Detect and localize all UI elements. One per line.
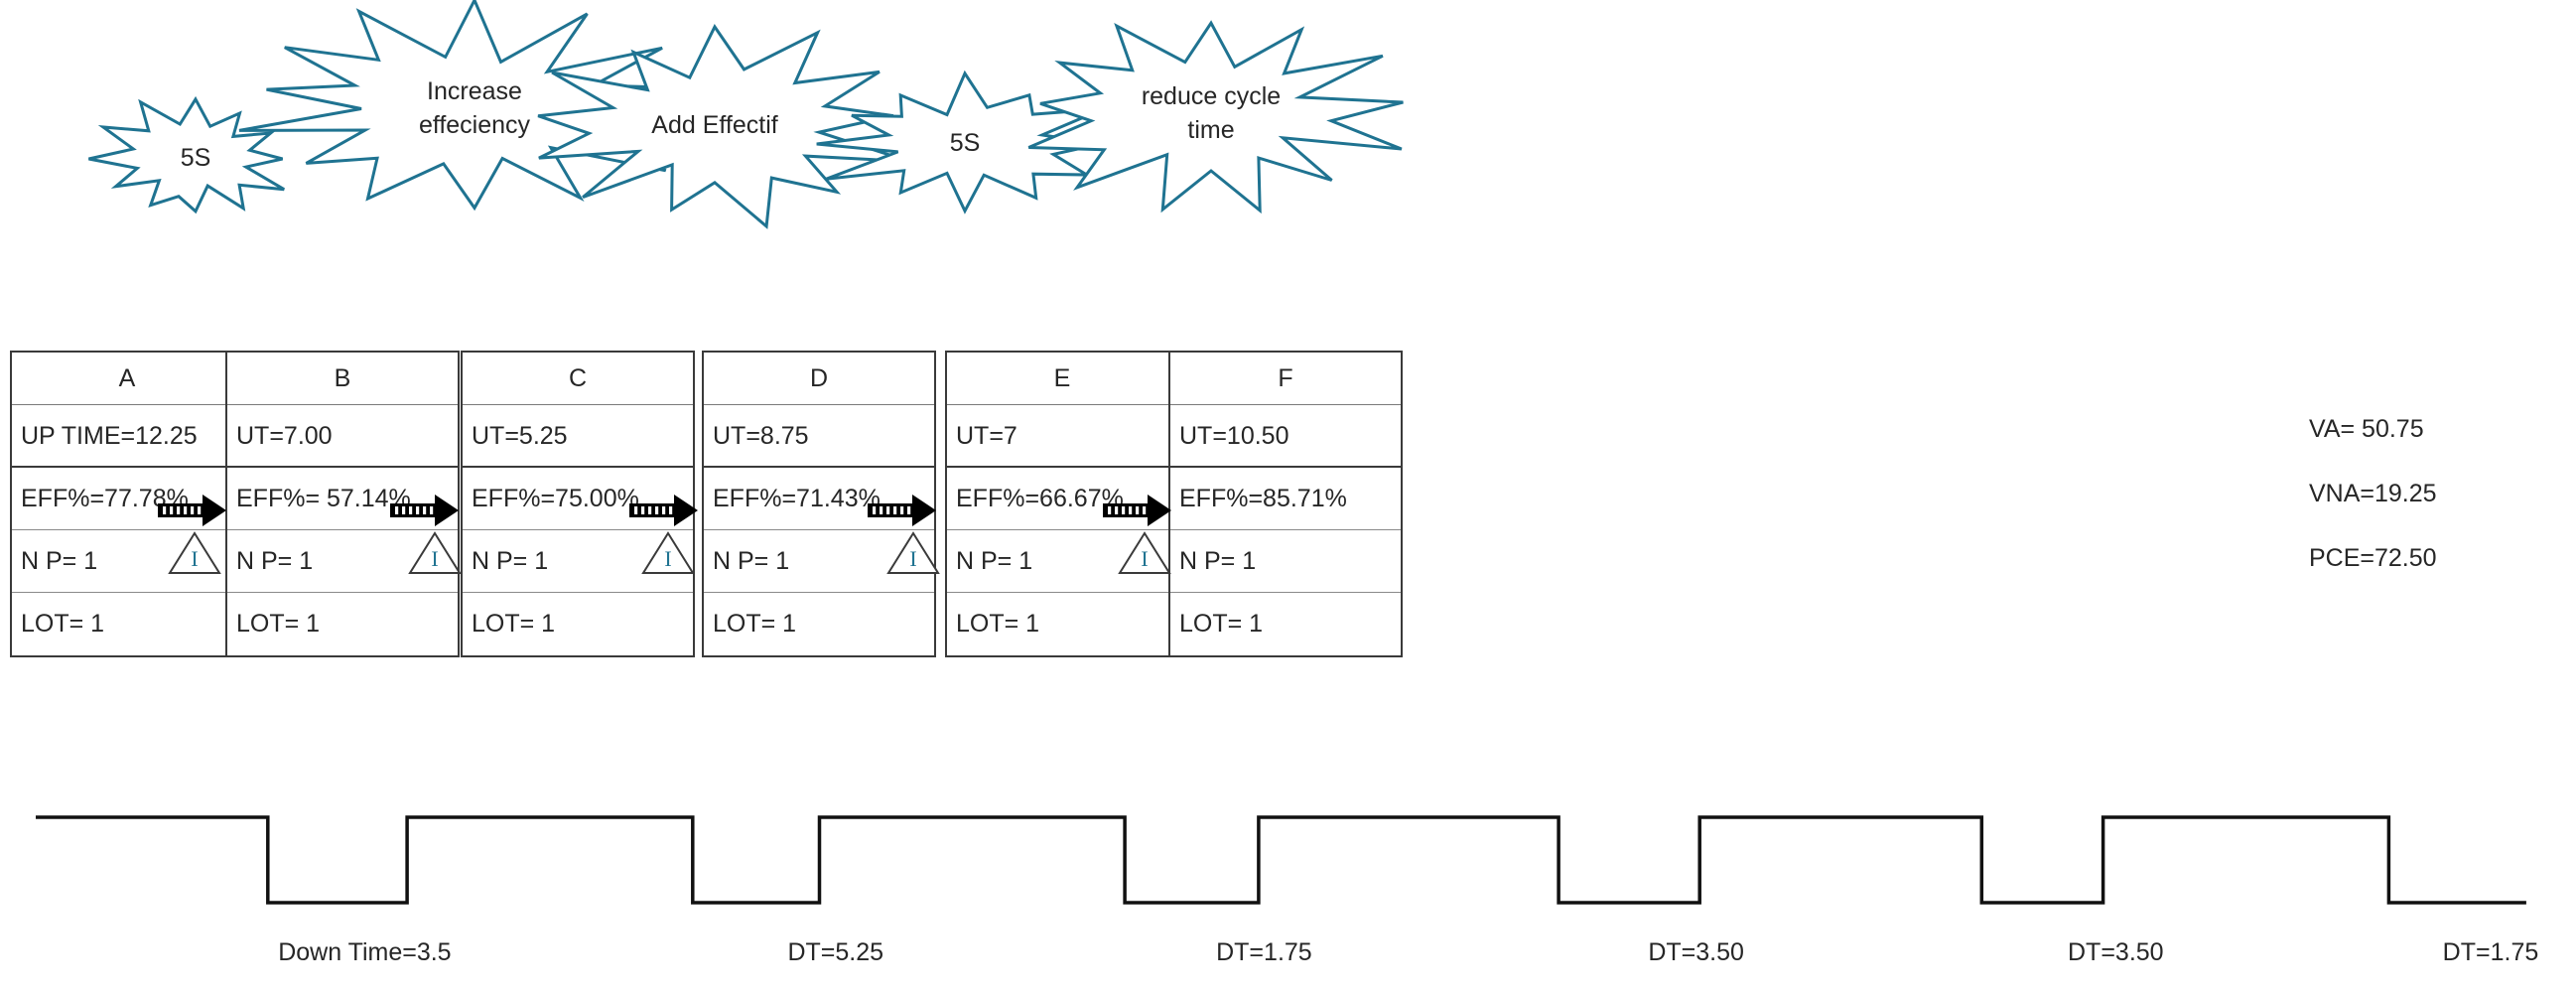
- process-metric-row: N P= 1: [227, 530, 458, 593]
- process-metric-row: EFF%=66.67%: [947, 468, 1177, 530]
- inventory-triangle-5: I: [1117, 530, 1172, 576]
- process-metric-row: UT=5.25: [463, 405, 693, 468]
- push-arrow-4: [867, 491, 938, 530]
- process-box-title: F: [1170, 353, 1401, 405]
- inventory-symbol: I: [431, 546, 439, 571]
- push-arrow-5: [1102, 491, 1173, 530]
- kaizen-burst-1: 5S: [87, 94, 304, 223]
- push-arrow-3: [628, 491, 700, 530]
- process-metric-row: LOT= 1: [713, 610, 797, 638]
- downtime-label-4: DT=3.50: [1648, 938, 1744, 966]
- inventory-symbol: I: [191, 546, 199, 571]
- process-metric-row: LOT= 1: [21, 610, 105, 638]
- process-metric-row: N P= 1: [704, 530, 934, 593]
- downtime-label-3: DT=1.75: [1216, 938, 1312, 966]
- process-metric-row: LOT= 1: [956, 610, 1040, 638]
- downtime-label-5: DT=3.50: [2068, 938, 2164, 966]
- process-metric-row: N P= 1: [947, 530, 1177, 593]
- process-metric-row: N P= 1: [1170, 530, 1401, 593]
- process-metric-row: EFF%=85.71%: [1170, 468, 1401, 530]
- summary-pce: PCE=72.50: [2309, 544, 2437, 572]
- kaizen-burst-4: 5S: [806, 70, 1124, 214]
- downtime-waveform: [0, 809, 2576, 919]
- process-metric-row: LOT= 1: [236, 610, 321, 638]
- process-metric-row: UT=7.00: [227, 405, 458, 468]
- push-arrow-2: [389, 491, 461, 530]
- process-box-title: D: [704, 353, 934, 405]
- kaizen-burst-3: Add Effectif: [496, 22, 933, 230]
- kaizen-burst-label: Add Effectif: [651, 111, 778, 140]
- summary-va: VA= 50.75: [2309, 415, 2424, 443]
- process-metric-row: N P= 1: [463, 530, 693, 593]
- process-metric-row: UT=8.75: [704, 405, 934, 468]
- process-metric-row: EFF%=71.43%: [704, 468, 934, 530]
- process-metric-row: N P= 1: [12, 530, 242, 593]
- summary-vna: VNA=19.25: [2309, 480, 2437, 507]
- process-box-title: A: [12, 353, 242, 405]
- process-box-title: C: [463, 353, 693, 405]
- downtime-label-6: DT=1.75: [2442, 938, 2539, 966]
- inventory-triangle-2: I: [407, 530, 463, 576]
- process-metric-row: EFF%= 57.14%: [227, 468, 458, 530]
- kaizen-burst-label: Increase effeciency: [418, 76, 531, 139]
- process-metric-row: LOT= 1: [1179, 610, 1264, 638]
- process-box-title: E: [947, 353, 1177, 405]
- process-metric-row: UP TIME=12.25: [12, 405, 242, 468]
- process-metric-row: LOT= 1: [472, 610, 556, 638]
- kaizen-burst-label: reduce cycle time: [1141, 81, 1282, 144]
- inventory-triangle-3: I: [640, 530, 696, 576]
- inventory-symbol: I: [909, 546, 917, 571]
- kaizen-burst-label: 5S: [949, 129, 981, 158]
- inventory-symbol: I: [664, 546, 672, 571]
- process-metric-row: UT=7: [947, 405, 1177, 468]
- kaizen-burst-2: Increase effeciency: [211, 0, 738, 215]
- process-box-title: B: [227, 353, 458, 405]
- inventory-triangle-4: I: [885, 530, 941, 576]
- inventory-symbol: I: [1141, 546, 1149, 571]
- process-metric-row: EFF%=75.00%: [463, 468, 693, 530]
- downtime-label-1: Down Time=3.5: [278, 938, 452, 966]
- kaizen-burst-5: reduce cycle time: [1003, 12, 1420, 215]
- process-metric-row: UT=10.50: [1170, 405, 1401, 468]
- inventory-triangle-1: I: [167, 530, 222, 576]
- process-metric-row: EFF%=77.78%: [12, 468, 242, 530]
- downtime-label-2: DT=5.25: [787, 938, 884, 966]
- kaizen-burst-label: 5S: [180, 144, 211, 173]
- push-arrow-1: [157, 491, 228, 530]
